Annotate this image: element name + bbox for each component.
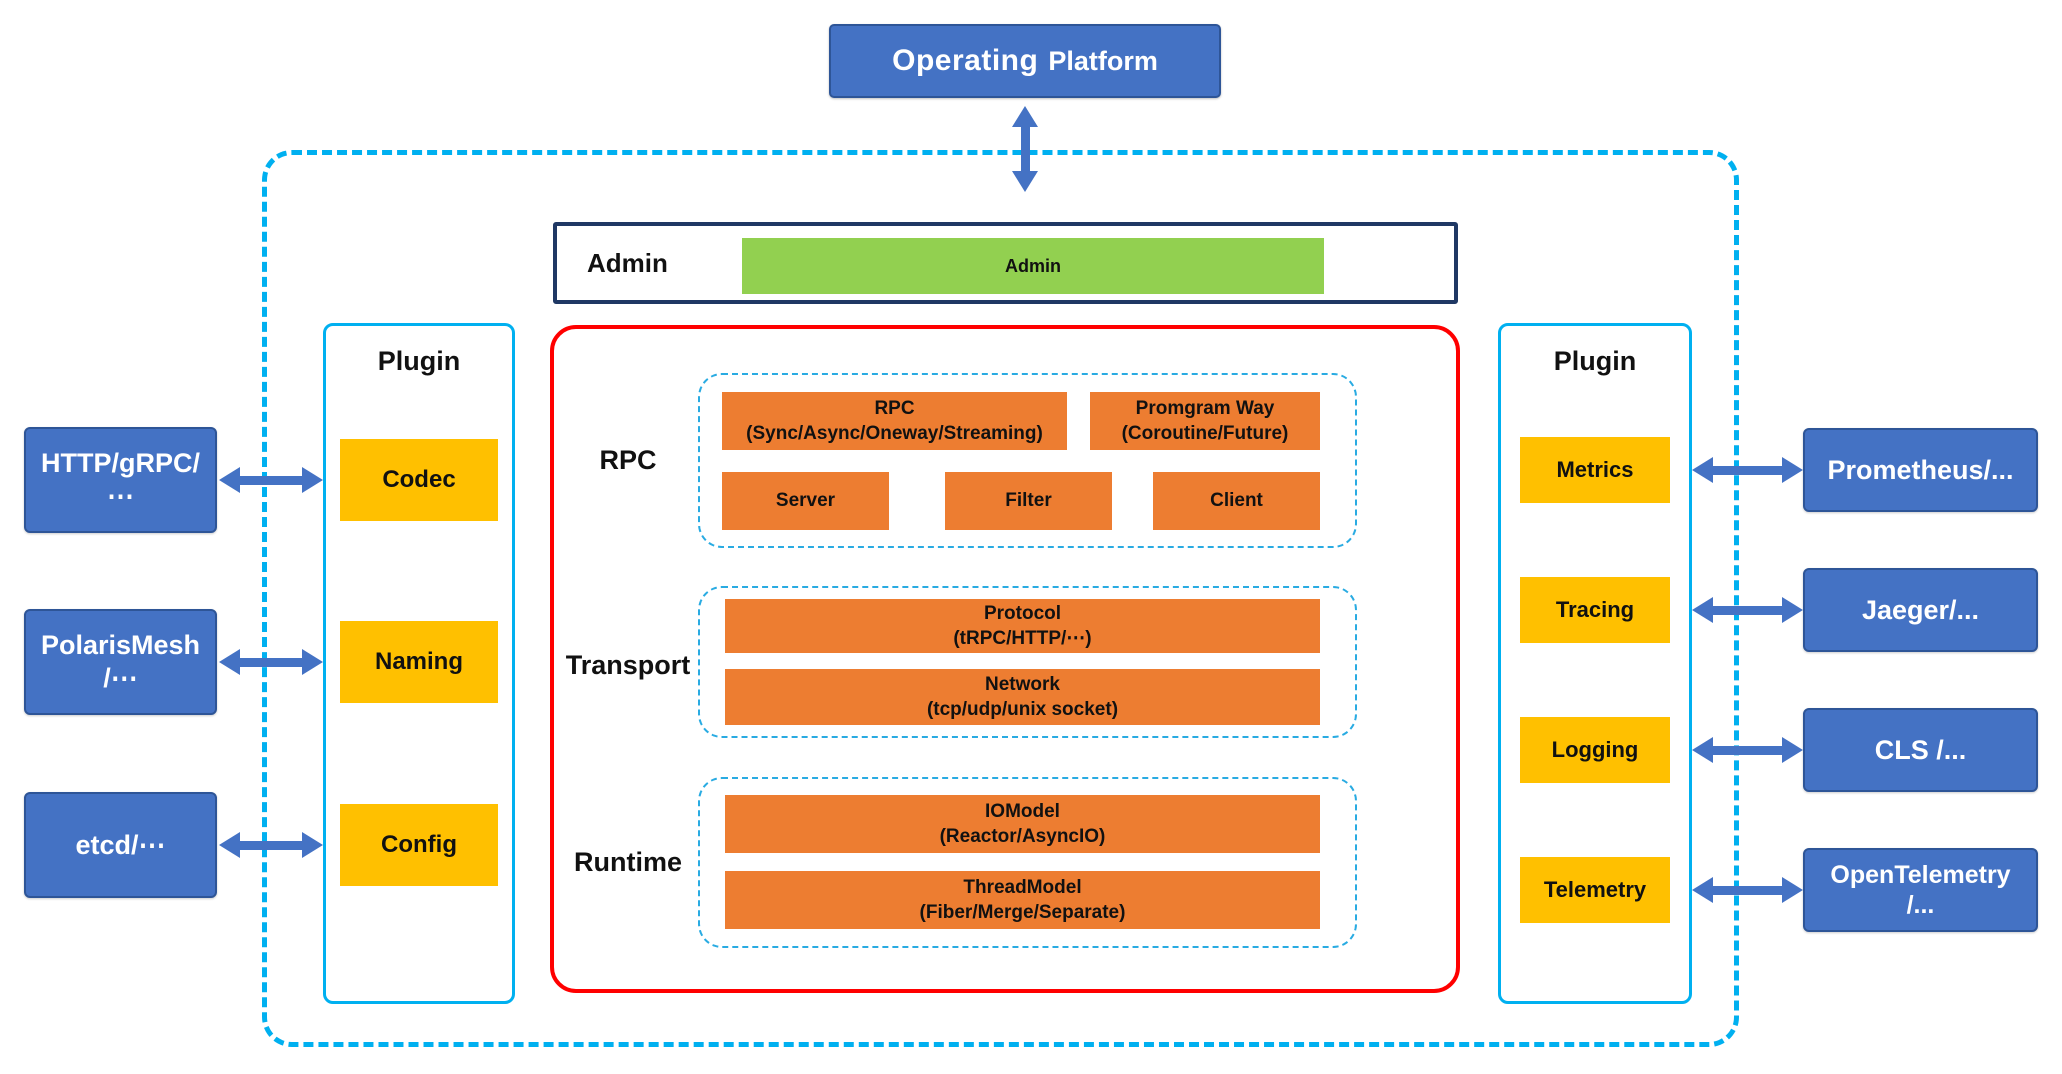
plugin-title-right: Plugin (1553, 346, 1637, 376)
plugin-item-telemetry-label: Telemetry (1543, 877, 1647, 902)
box-rpc-calls: RPC (Sync/Async/Oneway/Streaming) (722, 392, 1067, 450)
external-opentelemetry-line1: OpenTelemetry (1830, 860, 2011, 889)
plugin-title-left: Plugin (377, 346, 461, 376)
external-http-grpc-line1: HTTP/gRPC/ (41, 448, 200, 479)
box-program-way-line2: (Coroutine/Future) (1121, 423, 1289, 444)
arrow-right-head-icon (302, 467, 323, 493)
arrow-left-head-icon (219, 467, 240, 493)
arrow-polarismesh-naming (219, 649, 323, 675)
arrow-right-head-icon (1782, 737, 1803, 763)
box-client-label: Client (1210, 490, 1263, 512)
box-protocol: Protocol (tRPC/HTTP/⋯) (725, 599, 1320, 653)
external-http-grpc-line2: ⋯ (107, 481, 134, 511)
external-polarismesh-line1: PolarisMesh (40, 630, 201, 661)
arrow-operating-platform-framework (1012, 106, 1038, 192)
box-iomodel-line1: IOModel (985, 800, 1060, 822)
external-jaeger-line1: Jaeger/... (1861, 594, 1980, 625)
external-box-opentelemetry: OpenTelemetry /... (1803, 848, 2038, 932)
plugin-item-telemetry: Telemetry (1520, 857, 1670, 923)
operating-platform-label-word1: Operating (892, 44, 1039, 77)
operating-platform-box: Operating Platform (829, 24, 1221, 98)
plugin-item-tracing-label: Tracing (1555, 597, 1635, 622)
arrow-etcd-config (219, 832, 323, 858)
external-polarismesh-line2: /⋯ (103, 663, 138, 693)
plugin-item-codec: Codec (340, 439, 498, 521)
operating-platform-label-word2: Platform (1048, 45, 1158, 76)
plugin-item-config-label: Config (381, 831, 457, 858)
box-network-line1: Network (985, 673, 1060, 695)
box-protocol-line1: Protocol (983, 602, 1062, 624)
arrow-logging-cls (1692, 737, 1803, 763)
runtime-group (698, 777, 1357, 948)
arrow-down-head-icon (1012, 171, 1038, 192)
arrow-right-head-icon (1782, 457, 1803, 483)
arrow-http-codec (219, 467, 323, 493)
box-client: Client (1153, 472, 1320, 530)
transport-group (698, 586, 1357, 738)
section-label-runtime: Runtime (574, 846, 682, 877)
box-program-way: Promgram Way (Coroutine/Future) (1090, 392, 1320, 450)
plugin-item-naming-label: Naming (374, 648, 463, 675)
external-box-cls: CLS /... (1803, 708, 2038, 792)
external-box-etcd: etcd/⋯ (24, 792, 217, 898)
plugin-item-tracing: Tracing (1520, 577, 1670, 643)
external-prometheus-line1: Prometheus/... (1827, 454, 2014, 485)
box-threadmodel: ThreadModel (Fiber/Merge/Separate) (725, 871, 1320, 929)
box-filter-label: Filter (1005, 490, 1052, 512)
box-filter: Filter (945, 472, 1112, 530)
plugin-item-logging: Logging (1520, 717, 1670, 783)
box-rpc-calls-line1: RPC (874, 397, 915, 419)
box-rpc-calls-line2: (Sync/Async/Oneway/Streaming) (746, 423, 1043, 444)
plugin-item-metrics-label: Metrics (1556, 457, 1634, 482)
box-threadmodel-line2: (Fiber/Merge/Separate) (919, 902, 1126, 923)
arrow-right-head-icon (302, 832, 323, 858)
rpc-group (698, 373, 1357, 548)
box-program-way-line1: Promgram Way (1135, 397, 1275, 419)
external-opentelemetry-line2: /... (1906, 891, 1935, 919)
box-server: Server (722, 472, 889, 530)
plugin-item-naming: Naming (340, 621, 498, 703)
box-iomodel-line2: (Reactor/AsyncIO) (939, 826, 1106, 847)
external-box-polarismesh: PolarisMesh /⋯ (24, 609, 217, 715)
section-label-rpc: RPC (599, 444, 657, 475)
section-label-transport: Transport (565, 649, 691, 680)
box-server-label: Server (775, 490, 836, 512)
box-network-line2: (tcp/udp/unix socket) (926, 699, 1119, 720)
external-box-http-grpc: HTTP/gRPC/ ⋯ (24, 427, 217, 533)
box-network: Network (tcp/udp/unix socket) (725, 669, 1320, 725)
arrow-right-head-icon (302, 649, 323, 675)
arrow-left-head-icon (1692, 457, 1713, 483)
arrow-left-head-icon (219, 649, 240, 675)
plugin-item-codec-label: Codec (382, 466, 456, 493)
box-threadmodel-line1: ThreadModel (963, 876, 1082, 898)
arrow-left-head-icon (219, 832, 240, 858)
arrow-telemetry-opentelemetry (1692, 877, 1803, 903)
plugin-item-metrics: Metrics (1520, 437, 1670, 503)
external-cls-line1: CLS /... (1874, 734, 1967, 765)
arrow-up-head-icon (1012, 106, 1038, 127)
arrow-right-head-icon (1782, 877, 1803, 903)
framework-boundary (262, 150, 1739, 1047)
arrow-tracing-jaeger (1692, 597, 1803, 623)
external-etcd-line1: etcd/⋯ (75, 829, 166, 860)
external-box-jaeger: Jaeger/... (1803, 568, 2038, 652)
arrow-metrics-prometheus (1692, 457, 1803, 483)
plugin-item-logging-label: Logging (1551, 737, 1639, 762)
admin-bar-label: Admin (1005, 255, 1061, 276)
arrow-left-head-icon (1692, 877, 1713, 903)
plugin-item-config: Config (340, 804, 498, 886)
arrow-right-head-icon (1782, 597, 1803, 623)
arrow-left-head-icon (1692, 737, 1713, 763)
box-protocol-line2: (tRPC/HTTP/⋯) (953, 628, 1092, 649)
admin-label: Admin (587, 247, 668, 278)
external-box-prometheus: Prometheus/... (1803, 428, 2038, 512)
box-iomodel: IOModel (Reactor/AsyncIO) (725, 795, 1320, 853)
arrow-left-head-icon (1692, 597, 1713, 623)
admin-panel: Admin Admin (553, 222, 1458, 304)
admin-bar: Admin (742, 238, 1324, 294)
